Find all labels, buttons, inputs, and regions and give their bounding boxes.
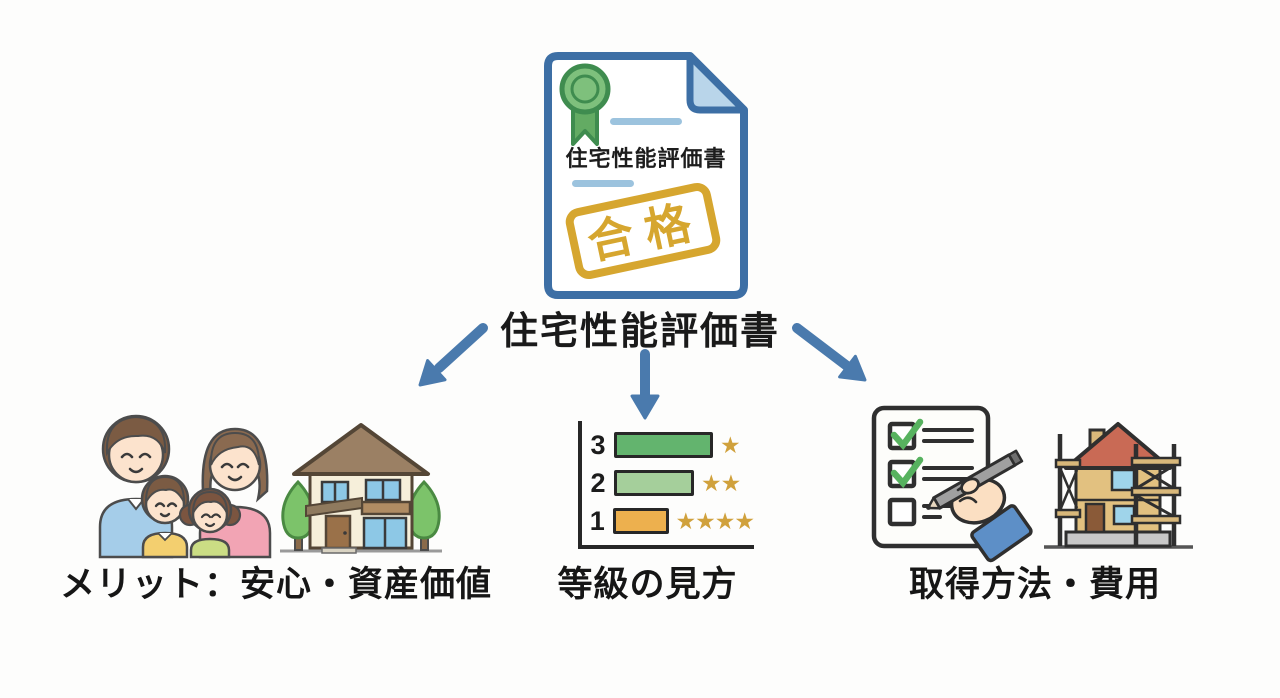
ribbon-seal-icon: [559, 63, 611, 146]
grade-number: 2: [590, 467, 606, 498]
checkmark-icon: [890, 418, 924, 451]
tree-icon: [281, 479, 315, 551]
scaffolding: [1054, 434, 1182, 546]
arrow-down-icon: [630, 349, 660, 420]
checklist-row: [887, 418, 974, 451]
document-title-text: 住宅性能評価書: [565, 146, 726, 171]
hand-with-pen-icon: [926, 449, 1033, 563]
document-fold-corner: [686, 52, 748, 114]
boy-figure: [140, 474, 190, 559]
grade-row: 2 ★★: [582, 469, 754, 497]
house-illustration: [280, 423, 442, 554]
page-title: 住宅性能評価書: [499, 311, 780, 353]
grade-bar-chart: 3★2★★1★★★★: [578, 421, 755, 549]
document-line: [610, 118, 682, 125]
arrow-down-right-icon: [792, 323, 867, 382]
grade-number: 1: [589, 505, 605, 536]
pen-cap: [1007, 449, 1024, 467]
checkmark-icon: [890, 456, 924, 489]
grade-number: 3: [590, 429, 606, 460]
grade-row: 1 ★★★★: [582, 505, 755, 536]
doorstep: [321, 547, 357, 554]
flow-arrows: [418, 323, 867, 420]
foundation: [1064, 530, 1172, 548]
girl-figure: [178, 487, 242, 559]
pass-stamp: 合格: [565, 183, 721, 279]
document-line: [572, 180, 634, 187]
grade-stars: ★★: [701, 469, 741, 496]
family-illustration: [98, 414, 272, 559]
porch-roof: [305, 496, 363, 518]
section-label-grades: 等級の見方: [557, 565, 738, 604]
grade-stars: ★: [720, 431, 741, 458]
grade-row: 3★: [582, 431, 754, 459]
grade-bar: [614, 470, 694, 496]
door: [1084, 502, 1106, 534]
door: [324, 514, 352, 550]
construction-house-illustration: [1044, 422, 1193, 549]
section-label-acquisition: 取得方法・費用: [908, 565, 1161, 604]
window: [1110, 468, 1136, 492]
grade-bar: [614, 432, 713, 458]
thumb: [960, 477, 980, 495]
checklist-row: [887, 456, 974, 489]
grade-bar: [612, 508, 669, 534]
certificate-document-icon: 住宅性能評価書 合格: [544, 52, 748, 299]
house-roof: [292, 423, 430, 476]
checklist-hand-illustration: [871, 405, 1033, 563]
section-label-merits: メリット：安心・資産価値: [60, 565, 493, 604]
balcony: [360, 500, 412, 516]
grade-stars: ★★★★: [675, 507, 755, 534]
arrow-down-left-icon: [418, 323, 488, 387]
pen-tip: [926, 496, 941, 510]
